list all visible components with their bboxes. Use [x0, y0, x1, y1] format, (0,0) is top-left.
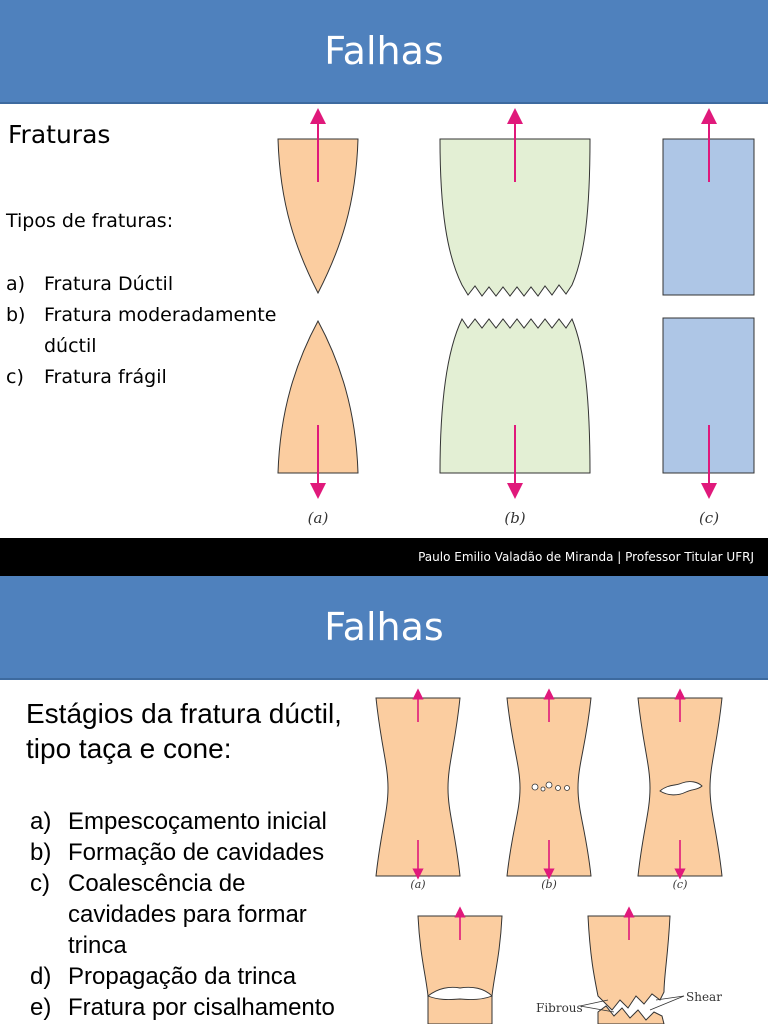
list-item-text: Fratura moderadamente [44, 304, 277, 326]
list-marker: d) [30, 963, 52, 990]
list-item: b) Fratura moderadamente [6, 300, 276, 331]
list-item-text: Fratura por cisalhamento [68, 994, 335, 1021]
coalesced-crack [659, 781, 703, 796]
list-marker: c) [30, 870, 50, 897]
stage-necking-specimen: (a) [375, 688, 461, 891]
cavity-voids [531, 781, 570, 792]
figure-label-a: (a) [308, 509, 329, 527]
slide-title: Falhas [0, 576, 768, 680]
footer-bar: Paulo Emilio Valadão de Miranda | Profes… [0, 538, 768, 576]
ductile-upper-half [277, 138, 359, 295]
list-marker: c) [6, 366, 24, 388]
figure-label-b: (b) [504, 509, 525, 527]
list-item-text: Fratura Dúctil [44, 273, 174, 295]
figure-label-c: (c) [673, 878, 688, 891]
annotation-shear: Shear [686, 990, 722, 1004]
list-item: dúctil [6, 331, 276, 362]
footer-credit: Paulo Emilio Valadão de Miranda | Profes… [418, 550, 754, 564]
fracture-types-figure: (a) (b) (c) [277, 108, 755, 527]
figure-label-b: (b) [541, 878, 557, 891]
list-item: e) Fratura por cisalhamento [30, 992, 335, 1023]
types-label: Tipos de fraturas: [6, 210, 174, 232]
figure-label-a: (a) [410, 878, 425, 891]
list-item-text: Coalescência de [68, 870, 246, 897]
figure-label-c: (c) [699, 509, 719, 527]
annotation-leader-lines [579, 995, 685, 1013]
slide-title: Falhas [0, 0, 768, 104]
list-item: c) Coalescência de [30, 868, 335, 899]
list-item-text: Propagação da trinca [68, 963, 297, 990]
list-item: a) Fratura Dúctil [6, 269, 276, 300]
stage-cavities-specimen: (b) [506, 688, 592, 891]
list-item-text: Empescoçamento inicial [68, 808, 327, 835]
list-item: c) Fratura frágil [6, 362, 276, 393]
fracture-stages-list: a) Empescoçamento inicial b) Formação de c… [30, 806, 335, 1023]
list-marker: e) [30, 994, 52, 1021]
cup-cone-stages-figure: (a) (b) (c) [375, 688, 723, 1024]
list-item-text: Fratura frágil [44, 366, 167, 388]
list-item: d) Propagação da trinca [30, 961, 335, 992]
list-item-text: dúctil [44, 335, 97, 357]
list-marker: b) [6, 304, 26, 326]
list-item-text: trinca [68, 932, 127, 959]
list-item: a) Empescoçamento inicial [30, 806, 335, 837]
list-item: b) Formação de cavidades [30, 837, 335, 868]
section-heading: Fraturas [8, 120, 111, 149]
slide-fraturas: Falhas Fraturas Tipos de fraturas: a) Fra… [0, 0, 768, 527]
list-item-text: cavidades para formar [68, 901, 307, 928]
list-marker: b) [30, 839, 52, 866]
list-marker: a) [30, 808, 52, 835]
slide-estagios: Falhas Estágios da fratura dúctil, tipo … [0, 576, 768, 1024]
stage-propagation-specimen [417, 906, 503, 1024]
list-marker: a) [6, 273, 26, 295]
stage-shear-specimen: Fibrous Shear [536, 906, 722, 1024]
list-item: trinca [30, 930, 335, 961]
stage-coalescence-specimen: (c) [637, 688, 723, 891]
ductile-fracture-specimen: (a) [277, 108, 359, 527]
list-item-text: Formação de cavidades [68, 839, 325, 866]
moderate-upper-half [439, 138, 591, 297]
moderate-fracture-specimen: (b) [439, 108, 591, 527]
list-item: cavidades para formar [30, 899, 335, 930]
propagated-crack [427, 986, 493, 1000]
fracture-types-list: a) Fratura Dúctil b) Fratura moderadamente… [6, 269, 276, 393]
section-heading: Estágios da fratura dúctil, tipo taça e … [26, 698, 342, 764]
brittle-fracture-specimen: (c) [662, 108, 755, 527]
moderate-lower-half [439, 317, 591, 474]
annotation-fibrous: Fibrous [536, 1001, 583, 1015]
